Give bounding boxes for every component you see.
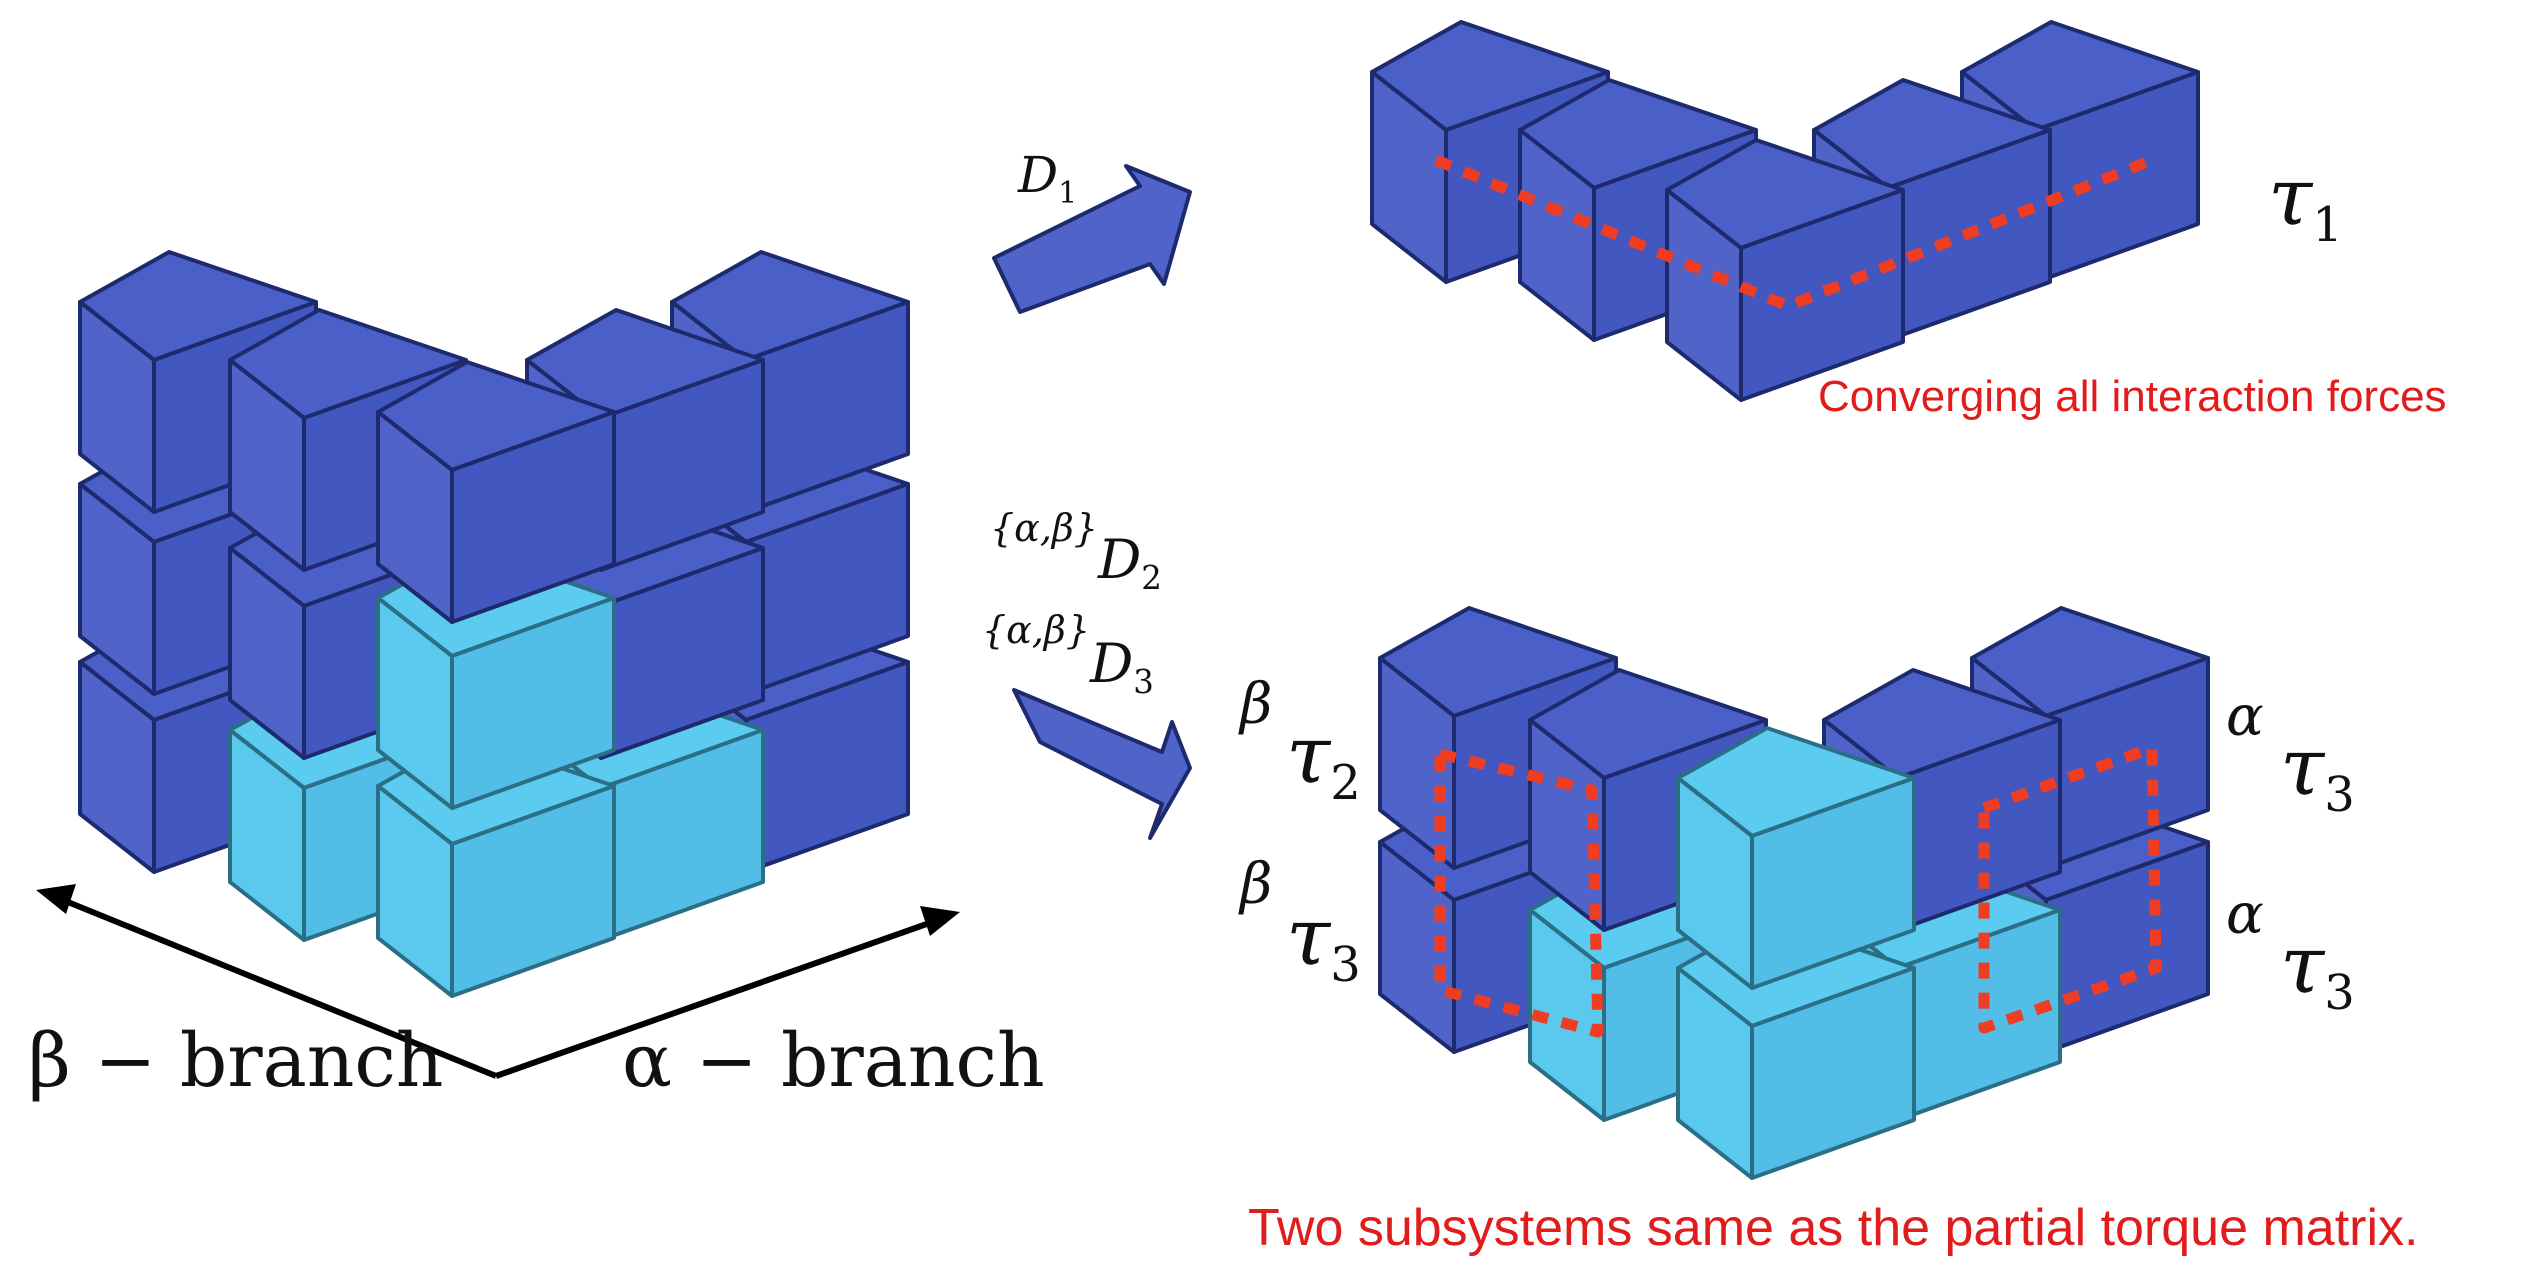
- cube-tr-3: [1665, 138, 1905, 402]
- tau1-label: τ1: [2268, 150, 2343, 253]
- alpha-branch-label: α − branch: [622, 1018, 1045, 1104]
- tau-beta2-label: τ2: [1286, 708, 1361, 811]
- d2-label: D2: [1098, 528, 1162, 598]
- tau-beta2-prefix: β: [1240, 672, 1273, 737]
- alpha-axis-arrowhead: [920, 906, 960, 936]
- d3-label: D3: [1090, 632, 1154, 702]
- arrow-to-tau1: [992, 164, 1192, 314]
- beta-branch-label: β − branch: [28, 1018, 444, 1104]
- beta-axis-line: [56, 895, 498, 1079]
- beta-axis-arrowhead: [36, 884, 76, 914]
- top-note: Converging all interaction forces: [1818, 372, 2447, 421]
- tau-alpha3b-prefix: α: [2226, 882, 2264, 947]
- d1-label: D1: [1018, 146, 1078, 211]
- cube-left-t-front: [376, 360, 616, 624]
- arrows: [36, 164, 1192, 1079]
- tau1-dotted-path: [1433, 154, 2155, 312]
- d3-prefix: {α,β}: [982, 608, 1091, 652]
- tau-beta3-prefix: β: [1240, 852, 1273, 917]
- bottom-note: Two subsystems same as the partial torqu…: [1248, 1199, 2419, 1257]
- tau-alpha3b-label: τ3: [2280, 918, 2355, 1021]
- cube-br-t-back-right: [1970, 606, 2210, 870]
- tau-beta3-label: τ3: [1286, 890, 1361, 993]
- tau-alpha3a-prefix: α: [2226, 684, 2264, 749]
- full-cube-assembly: [78, 250, 910, 998]
- tau-alpha3a-label: τ3: [2280, 720, 2355, 823]
- tau1-cube-chain: [1370, 20, 2200, 402]
- arrow-to-subsystems: [1012, 688, 1192, 840]
- alpha-dotted-loop: [1978, 742, 2162, 1034]
- subsystem-cube-assembly: [1378, 606, 2210, 1180]
- beta-dotted-loop: [1434, 748, 1604, 1038]
- cube-br-t-front: [1676, 726, 1916, 990]
- alpha-axis-line: [495, 917, 939, 1079]
- dotted-paths: [1433, 154, 2162, 1038]
- d2-prefix: {α,β}: [990, 506, 1099, 550]
